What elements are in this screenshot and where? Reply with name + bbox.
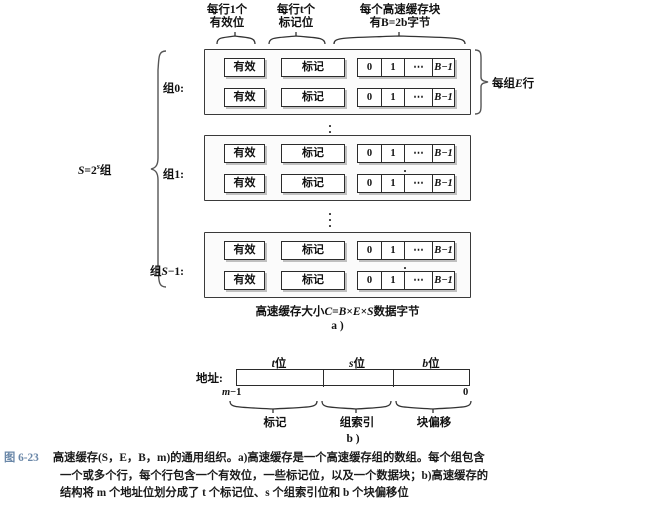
data-block-cells: 0 1 ⋯ B−1: [357, 241, 455, 260]
brace-lines-per-set-icon: [474, 49, 489, 115]
valid-bit-cell: 有效: [224, 241, 265, 260]
brace-block-icon: [333, 32, 466, 45]
column-label-block-line2: 有B=2b字节: [369, 17, 431, 29]
block-byte-last-text: B−1: [434, 275, 453, 286]
block-byte-0: 0: [358, 89, 382, 106]
column-label-block-line1: 每个高速缓存块: [359, 4, 441, 16]
data-block-cells: 0 1 ⋯ B−1: [357, 174, 455, 193]
block-byte-0: 0: [358, 145, 382, 162]
block-byte-last: B−1: [433, 59, 454, 76]
column-label-tag-line1: 每行t个: [276, 4, 316, 16]
valid-bit-cell: 有效: [224, 144, 265, 163]
tag-cell: 标记: [281, 241, 345, 260]
column-label-valid: 每行1个 有效位: [196, 4, 258, 30]
block-byte-last: B−1: [433, 89, 454, 106]
tag-cell: 标记: [281, 144, 345, 163]
column-label-valid-line1: 每行1个: [206, 4, 248, 16]
set-box-0: 有效 标记 0 1 ⋯ B−1 有效 标记 0 1 ⋯ B−1: [204, 49, 471, 115]
data-block-cells: 0 1 ⋯ B−1: [357, 88, 455, 107]
figure-number: 图 6-23: [4, 452, 39, 464]
figure-caption-line-3: 结构将 m 个地址位划分成了 t 个标记位、s 个组索引位和 b 个块偏移位: [4, 485, 658, 503]
data-block-cells: 0 1 ⋯ B−1: [357, 58, 455, 77]
block-byte-ellipsis: ⋯: [405, 242, 433, 259]
tag-cell: 标记: [281, 174, 345, 193]
tag-cell: 标记: [281, 88, 345, 107]
figure-caption-text-2: 一个或多个行，每个行包含一个有效位，一些标记位，以及一个数据块；b)高速缓存的: [60, 469, 489, 482]
block-byte-1: 1: [382, 59, 405, 76]
address-bit-low: 0: [463, 387, 469, 398]
block-byte-last-text: B−1: [434, 62, 453, 73]
address-field-name-set-index: 组索引: [339, 417, 375, 429]
block-byte-ellipsis: ⋯: [405, 89, 433, 106]
brace-address-set-index-icon: [321, 400, 392, 413]
block-byte-last-text: B−1: [434, 178, 453, 189]
data-block-cells: 0 1 ⋯ B−1: [357, 271, 455, 290]
block-byte-1: 1: [382, 145, 405, 162]
column-label-block: 每个高速缓存块 有B=2b字节: [330, 4, 470, 30]
brace-valid-icon: [216, 32, 256, 45]
part-a-label: a ): [331, 320, 344, 332]
address-field-name-block-offset: 块偏移: [416, 417, 452, 429]
address-label: 地址:: [196, 373, 223, 385]
label-number-of-sets: S=2s组: [78, 162, 112, 177]
block-byte-1: 1: [382, 89, 405, 106]
figure-caption-text-1: 高速缓存(S，E，B，m)的通用组织。a)高速缓存是一个高速缓存组的数组。每个组…: [52, 452, 485, 464]
label-lines-per-set: 每组E行: [492, 78, 535, 90]
valid-bit-cell: 有效: [224, 88, 265, 107]
part-b-label: b ): [346, 433, 360, 445]
cache-size-caption: 高速缓存大小C=B×E×S数据字节: [255, 306, 420, 318]
valid-bit-cell: 有效: [224, 271, 265, 290]
block-byte-1: 1: [382, 272, 405, 289]
address-bit-high: m−1: [222, 387, 242, 398]
figure-caption-line-1: 图 6-23 高速缓存(S，E，B，m)的通用组织。a)高速缓存是一个高速缓存组的…: [4, 450, 658, 468]
field-width-set-index: s位: [349, 358, 365, 370]
block-byte-0: 0: [358, 175, 382, 192]
tag-cell: 标记: [281, 271, 345, 290]
block-byte-last: B−1: [433, 175, 454, 192]
sets-ellipsis-bottom: ...: [328, 203, 332, 230]
column-label-tag: 每行t个 标记位: [265, 4, 327, 30]
block-byte-last: B−1: [433, 242, 454, 259]
figure-caption-line-2: 一个或多个行，每个行包含一个有效位，一些标记位，以及一个数据块；b)高速缓存的: [4, 468, 658, 486]
set-label-0: 组0:: [162, 83, 184, 95]
block-byte-0: 0: [358, 59, 382, 76]
figure-caption-text-3: 结构将 m 个地址位划分成了 t 个标记位、s 个组索引位和 b 个块偏移位: [60, 487, 409, 499]
valid-bit-cell: 有效: [224, 58, 265, 77]
block-byte-0: 0: [358, 272, 382, 289]
brace-sets-icon: [150, 50, 167, 288]
set-box-1: 有效 标记 0 1 ⋯ B−1 ... 有效 标记 0 1 ⋯ B−1: [204, 135, 471, 201]
brace-address-block-offset-icon: [395, 400, 472, 413]
block-byte-ellipsis: ⋯: [405, 145, 433, 162]
column-label-valid-line2: 有效位: [209, 17, 245, 29]
address-bar: [236, 369, 470, 387]
column-label-tag-line2: 标记位: [278, 17, 314, 29]
tag-cell: 标记: [281, 58, 345, 77]
block-byte-1: 1: [382, 242, 405, 259]
block-byte-ellipsis: ⋯: [405, 175, 433, 192]
address-field-name-tag: 标记: [263, 417, 287, 429]
set-label-1: 组1:: [162, 169, 184, 181]
field-width-block-offset: b位: [422, 358, 440, 370]
block-byte-last-text: B−1: [434, 92, 453, 103]
brace-tag-icon: [268, 32, 326, 45]
block-byte-ellipsis: ⋯: [405, 59, 433, 76]
block-byte-last: B−1: [433, 145, 454, 162]
set-box-s-minus-1: 有效 标记 0 1 ⋯ B−1 ... 有效 标记 0 1 ⋯ B−1: [204, 232, 471, 298]
block-byte-last-text: B−1: [434, 245, 453, 256]
address-divider-tag-set: [323, 370, 324, 387]
data-block-cells: 0 1 ⋯ B−1: [357, 144, 455, 163]
set-label-s-minus-1: 组S−1:: [149, 266, 184, 278]
block-byte-1: 1: [382, 175, 405, 192]
block-byte-last: B−1: [433, 272, 454, 289]
block-byte-last-text: B−1: [434, 148, 453, 159]
valid-bit-cell: 有效: [224, 174, 265, 193]
field-width-tag: t位: [271, 358, 287, 370]
figure-caption: 图 6-23 高速缓存(S，E，B，m)的通用组织。a)高速缓存是一个高速缓存组的…: [4, 450, 658, 503]
block-byte-0: 0: [358, 242, 382, 259]
brace-address-tag-icon: [229, 400, 318, 413]
address-divider-set-block: [393, 370, 394, 387]
block-byte-ellipsis: ⋯: [405, 272, 433, 289]
sets-ellipsis-top: ...: [328, 115, 332, 141]
